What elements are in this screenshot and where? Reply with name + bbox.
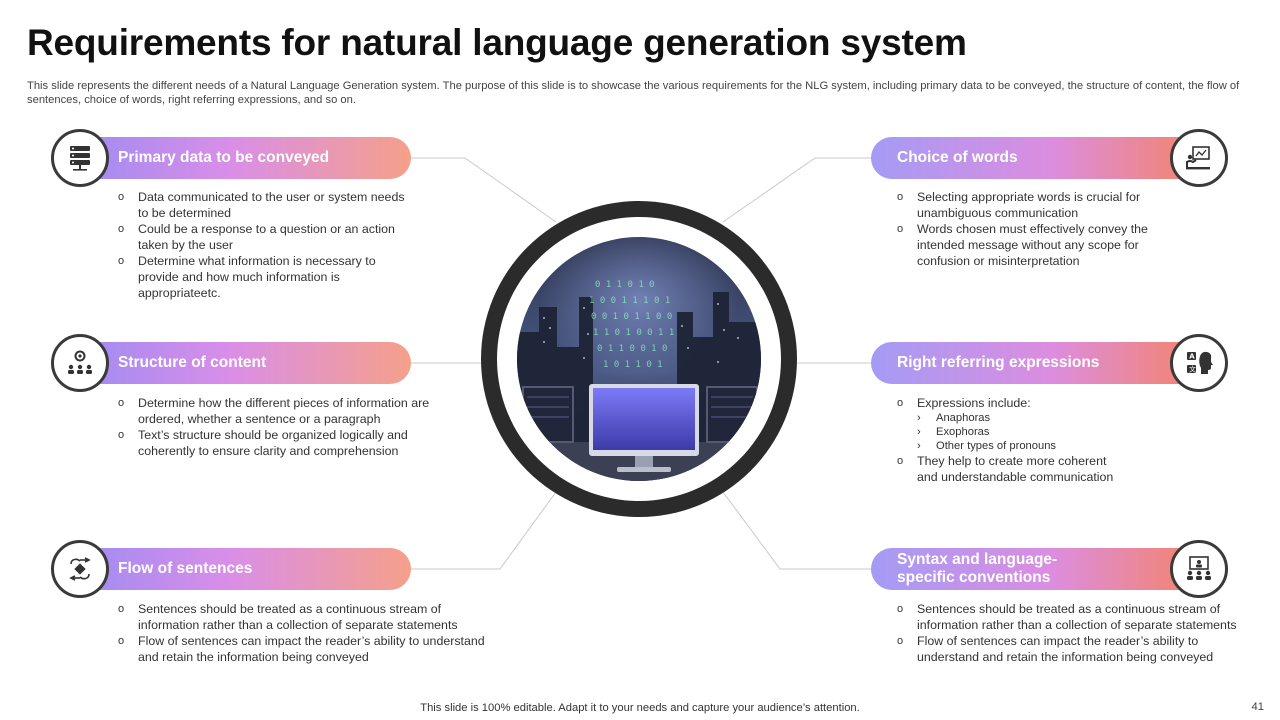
sub-item: Exophoras xyxy=(917,425,1197,439)
flow-sentences-heading: Flow of sentences xyxy=(118,560,253,577)
primary-data-heading: Primary data to be conveyed xyxy=(118,149,330,166)
slide-footer: This slide is 100% editable. Adapt it to… xyxy=(420,702,860,714)
team-structure-icon xyxy=(68,350,92,374)
structure-content-pill: Structure of content xyxy=(80,342,411,384)
structure-content-heading: Structure of content xyxy=(118,354,267,371)
sub-item: Anaphoras xyxy=(917,411,1197,425)
referring-expressions-icon-circle: A 文 xyxy=(1170,334,1228,392)
audience-presentation-icon xyxy=(1187,556,1211,580)
svg-text:1 0 0 1 1 1 0 1: 1 0 0 1 1 1 0 1 xyxy=(589,296,670,306)
presentation-board-icon xyxy=(1186,146,1210,170)
bullet-item: Sentences should be treated as a continu… xyxy=(118,601,488,633)
structure-content-icon-circle xyxy=(51,334,109,392)
svg-text:0 1 1 0 1 0: 0 1 1 0 1 0 xyxy=(595,280,655,290)
bullet-item: Flow of sentences can impact the reader’… xyxy=(118,633,488,665)
expressions-sublist: Anaphoras Exophoras Other types of prono… xyxy=(917,411,1197,453)
choice-words-bullets: Selecting appropriate words is crucial f… xyxy=(897,189,1187,269)
slide-description: This slide represents the different need… xyxy=(27,80,1240,106)
bullet-item: Determine what information is necessary … xyxy=(118,253,418,301)
choice-words-pill: Choice of words xyxy=(871,137,1200,179)
bullet-item: Selecting appropriate words is crucial f… xyxy=(897,189,1187,221)
choice-words-heading: Choice of words xyxy=(897,149,1018,166)
choice-words-icon-circle xyxy=(1170,129,1228,187)
syntax-conventions-pill: Syntax and language-specific conventions xyxy=(871,548,1200,590)
bullet-item: Data communicated to the user or system … xyxy=(118,189,418,221)
flow-sentences-pill: Flow of sentences xyxy=(80,548,411,590)
svg-text:1 0 1 1 0 1: 1 0 1 1 0 1 xyxy=(603,360,663,370)
translate-speaker-icon: A 文 xyxy=(1187,351,1213,374)
primary-data-pill: Primary data to be conveyed xyxy=(80,137,411,179)
bullet-item: Determine how the different pieces of in… xyxy=(118,395,438,427)
bullet-item: Sentences should be treated as a continu… xyxy=(897,601,1242,633)
primary-data-icon-circle xyxy=(51,129,109,187)
bullet-item: They help to create more coherent and un… xyxy=(897,453,1197,485)
bullet-item: Flow of sentences can impact the reader’… xyxy=(897,633,1242,665)
center-image-ring: 0 1 1 0 1 0 1 0 0 1 1 1 0 1 0 0 1 0 1 1 … xyxy=(481,201,797,517)
page-number: 41 xyxy=(1251,701,1264,713)
primary-data-bullets: Data communicated to the user or system … xyxy=(118,189,418,301)
computer-city-image: 0 1 1 0 1 0 1 0 0 1 1 1 0 1 0 0 1 0 1 1 … xyxy=(517,237,761,481)
svg-text:0 1 1 0 0 1 0: 0 1 1 0 0 1 0 xyxy=(597,344,667,354)
syntax-conventions-icon-circle xyxy=(1170,540,1228,598)
bullet-item: Could be a response to a question or an … xyxy=(118,221,418,253)
referring-expressions-list: Expressions include: Anaphoras Exophoras… xyxy=(897,395,1197,485)
bullet-item: Expressions include: Anaphoras Exophoras… xyxy=(897,395,1197,453)
svg-text:A: A xyxy=(1189,353,1195,361)
slide-title: Requirements for natural language genera… xyxy=(27,22,967,63)
referring-expressions-pill: Right referring expressions xyxy=(871,342,1200,384)
flow-sentences-icon-circle xyxy=(51,540,109,598)
structure-content-bullets: Determine how the different pieces of in… xyxy=(118,395,438,459)
svg-text:0 0 1 0 1 1 0 0: 0 0 1 0 1 1 0 0 xyxy=(591,312,672,322)
sub-item: Other types of pronouns xyxy=(917,439,1197,453)
svg-text:1 1 0 1 0 0 1 1: 1 1 0 1 0 0 1 1 xyxy=(593,328,674,338)
flow-sentences-bullets: Sentences should be treated as a continu… xyxy=(118,601,488,665)
bullet-item: Text’s structure should be organized log… xyxy=(118,427,438,459)
expressions-intro: Expressions include: xyxy=(917,396,1031,410)
flow-cycle-icon xyxy=(69,557,91,581)
bullet-item: Words chosen must effectively convey the… xyxy=(897,221,1187,269)
syntax-conventions-heading: Syntax and language-specific conventions xyxy=(897,551,1058,586)
server-rack-icon xyxy=(70,146,90,171)
syntax-conventions-bullets: Sentences should be treated as a continu… xyxy=(897,601,1242,665)
svg-text:文: 文 xyxy=(1189,365,1196,374)
referring-expressions-heading: Right referring expressions xyxy=(897,354,1100,371)
